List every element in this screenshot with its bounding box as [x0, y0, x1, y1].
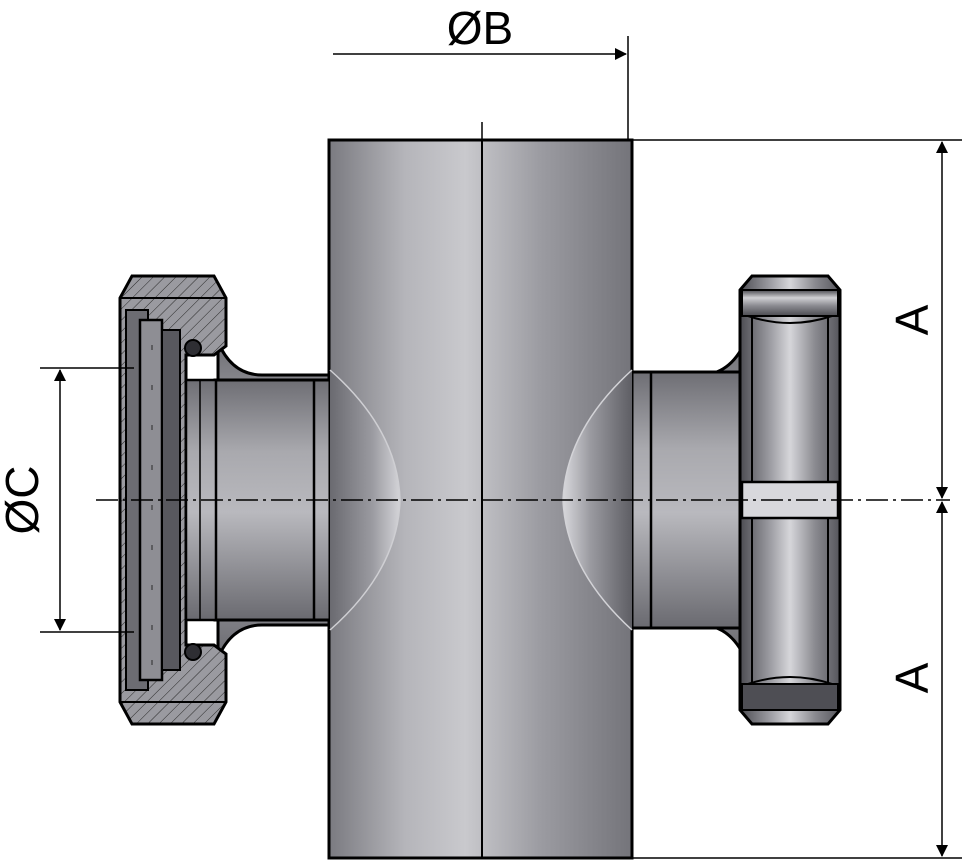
dimension-diameter-b: ØB	[333, 2, 629, 140]
dimension-diameter-c: ØC	[0, 367, 134, 633]
o-ring-top	[184, 339, 202, 357]
dimension-length-a: A A	[632, 139, 962, 859]
o-ring-bottom	[184, 643, 202, 661]
label-diameter-b: ØB	[447, 2, 513, 54]
label-length-a-top: A	[886, 304, 938, 335]
center-lines	[96, 122, 950, 501]
label-diameter-c: ØC	[0, 466, 48, 535]
label-length-a-bottom: A	[886, 662, 938, 693]
